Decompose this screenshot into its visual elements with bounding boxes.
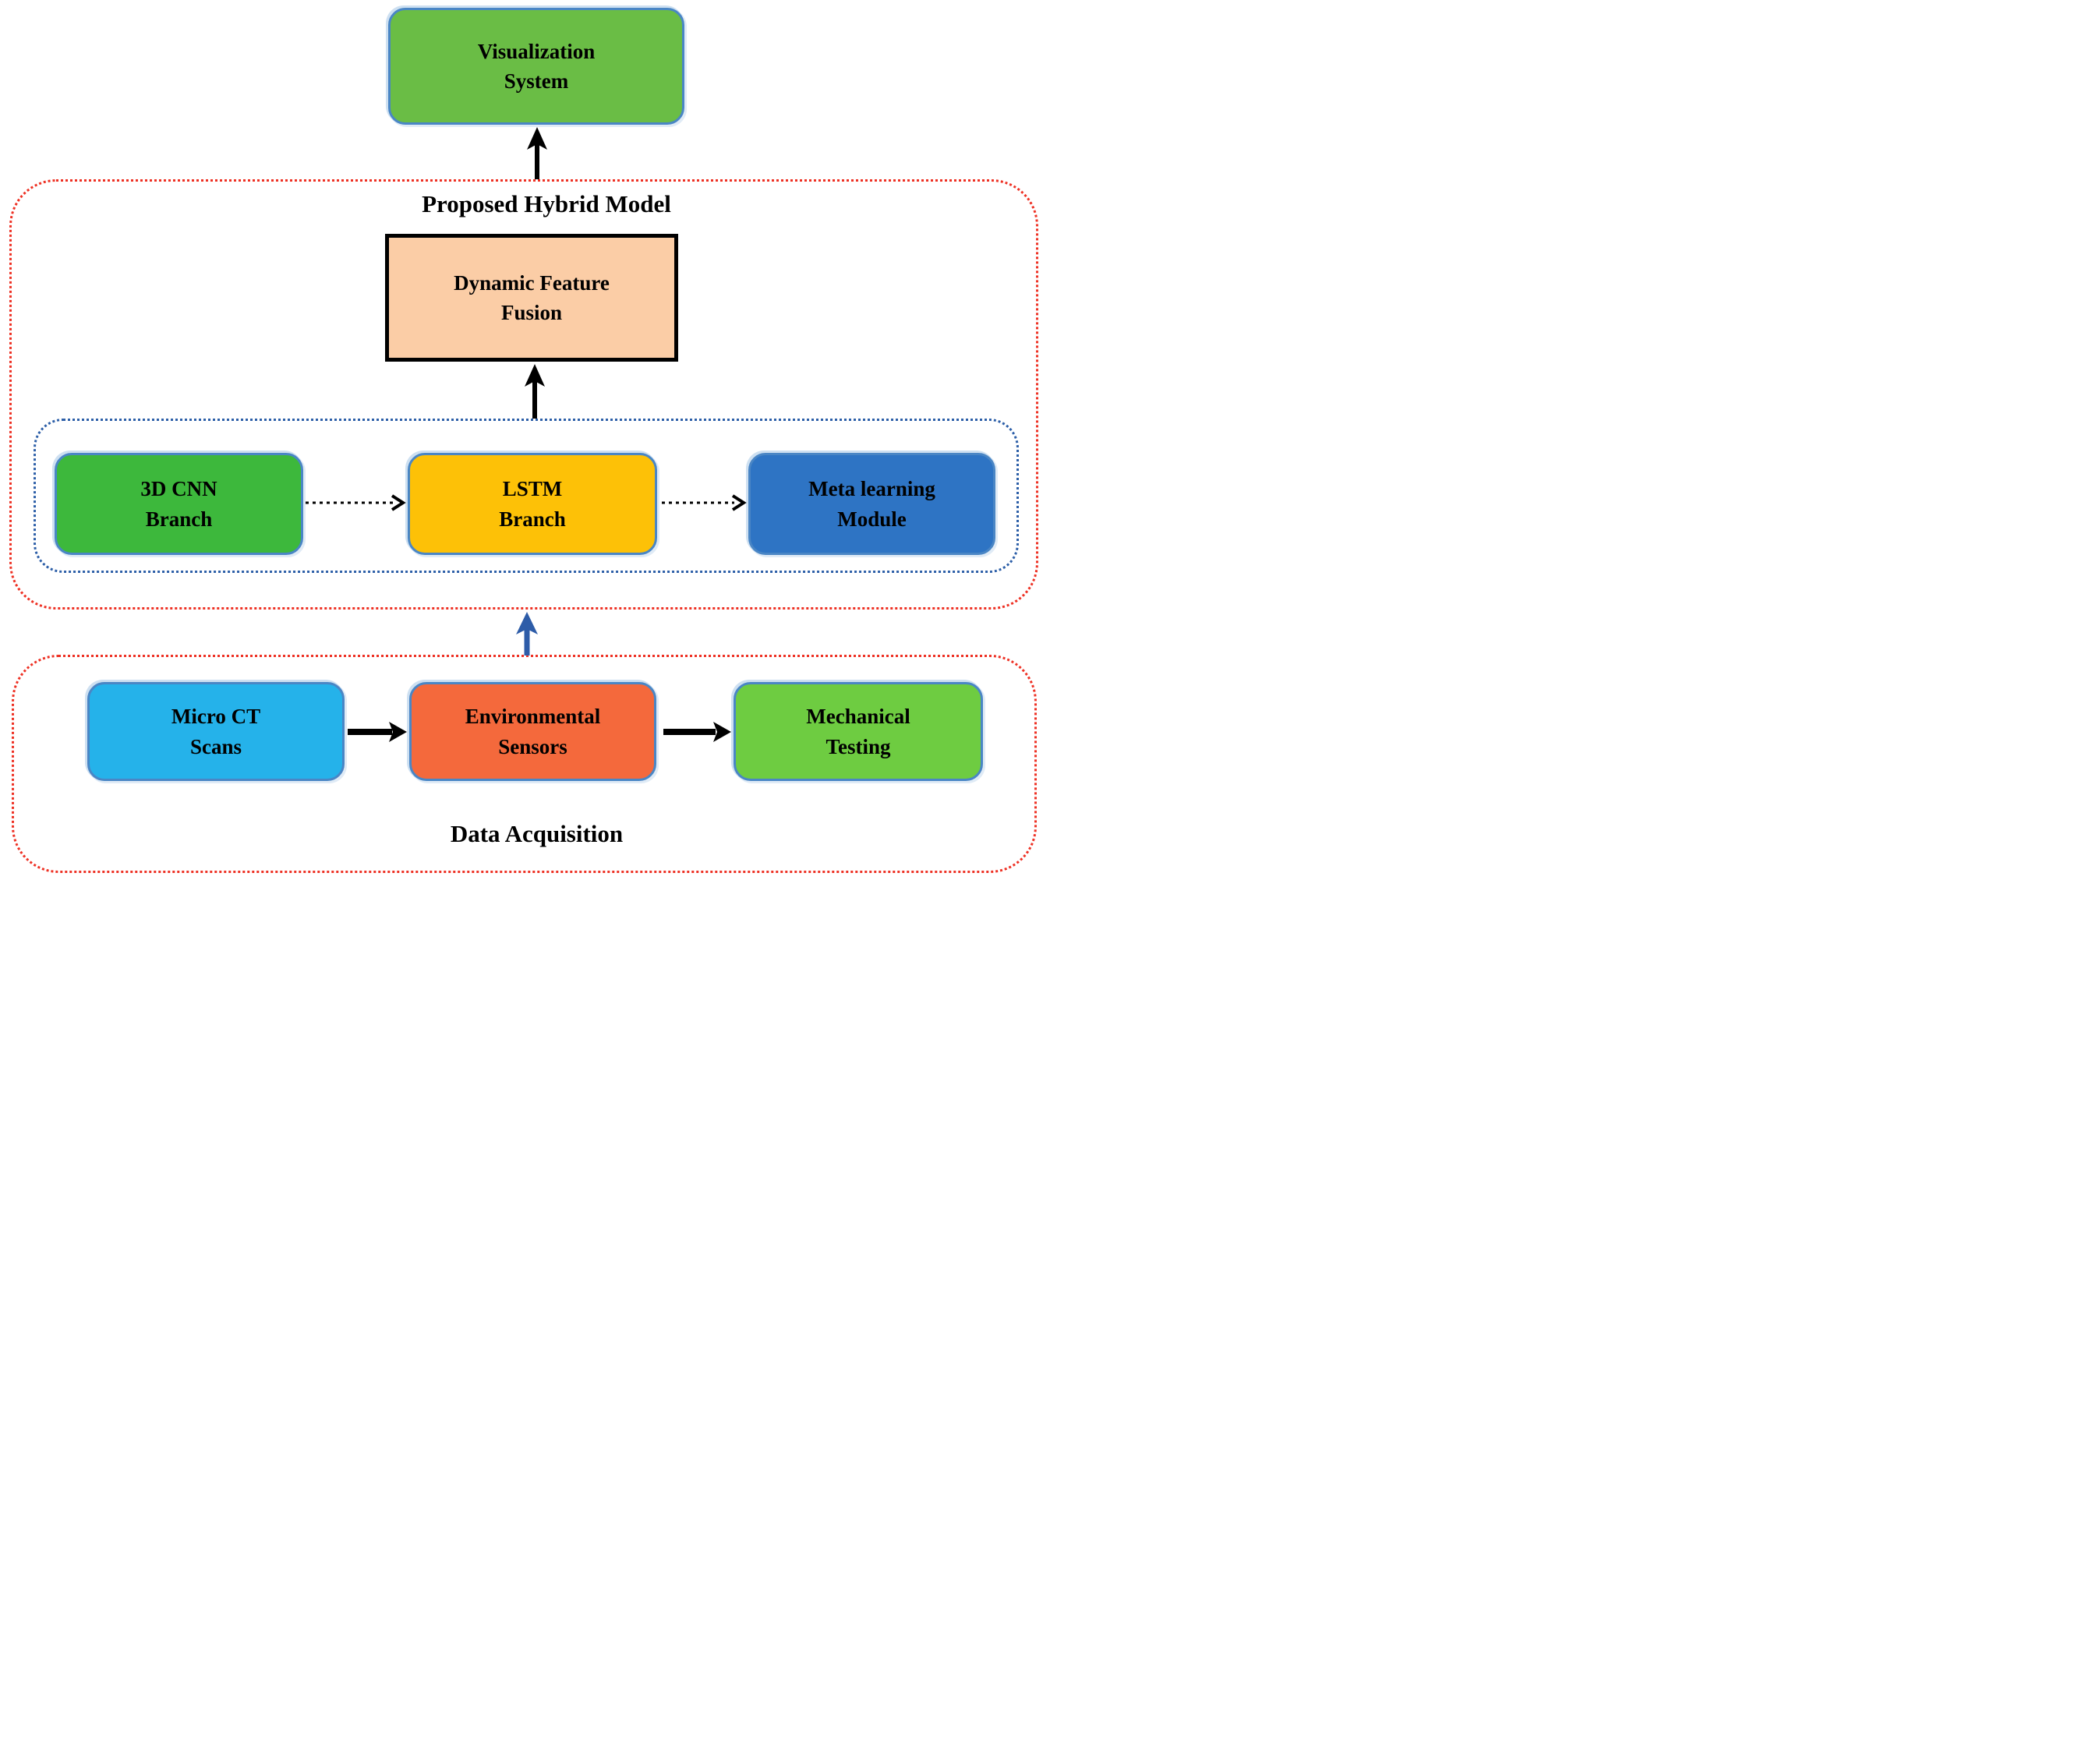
node-label-line: Dynamic Feature [454, 270, 610, 295]
node-label-line: LSTM [502, 477, 563, 501]
meta-learning-module-node: Meta learning Module [748, 453, 995, 555]
hybrid-model-title: Proposed Hybrid Model [422, 190, 671, 217]
node-label-line: Scans [189, 734, 242, 758]
dynamic-feature-fusion-node: Dynamic Feature Fusion [385, 234, 678, 362]
arrow-data-to-hybrid-icon [516, 612, 538, 656]
node-label-line: Mechanical [806, 705, 910, 729]
mechanical-testing-node: Mechanical Testing [734, 682, 983, 781]
node-label-line: Testing [826, 734, 891, 758]
node-label-line: 3D CNN [140, 477, 217, 501]
visualization-system-node: Visualization System [388, 8, 684, 125]
hybrid-model-container [9, 179, 1038, 610]
micro-ct-scans-node: Micro CT Scans [87, 682, 345, 781]
lstm-branch-node: LSTM Branch [408, 453, 657, 555]
data-acquisition-container [12, 655, 1037, 873]
node-label-line: Sensors [498, 734, 567, 758]
node-label-line: Fusion [500, 301, 563, 324]
node-label-line: System [504, 69, 569, 93]
data-acquisition-title: Data Acquisition [450, 820, 624, 847]
branches-container [34, 419, 1019, 573]
node-label-line: Module [837, 507, 907, 531]
node-label-line: Meta learning [808, 477, 935, 501]
node-label-line: Micro CT [171, 705, 261, 729]
node-label-line: Environmental [465, 705, 601, 729]
cnn-branch-node: 3D CNN Branch [55, 453, 303, 555]
arrow-fusion-to-viz-icon [527, 127, 547, 179]
diagram-canvas: Proposed Hybrid Model Data Acquisition V… [0, 0, 1050, 880]
environmental-sensors-node: Environmental Sensors [409, 682, 656, 781]
node-label-line: Branch [499, 507, 566, 531]
node-label-line: Branch [145, 507, 213, 531]
node-label-line: Visualization [477, 39, 596, 63]
